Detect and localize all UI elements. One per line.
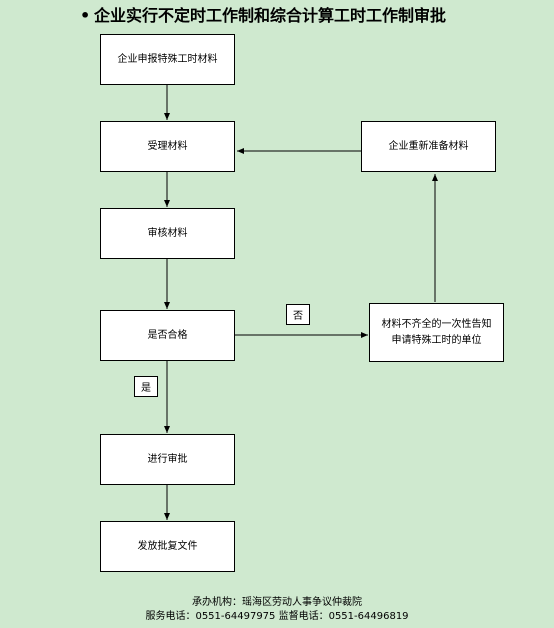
page-title: •企业实行不定时工作制和综合计算工时工作制审批	[80, 2, 446, 26]
node-review-label: 审核材料	[147, 227, 188, 239]
label-yes-text: 是	[141, 383, 151, 394]
node-notify-incomplete: 材料不齐全的一次性告知申请特殊工时的单位	[369, 303, 504, 362]
node-issue-reply: 发放批复文件	[100, 521, 235, 572]
footer-org: 承办机构：瑶海区劳动人事争议仲裁院	[192, 597, 362, 608]
footer-phones: 服务电话：0551-64497975 监督电话：0551-64496819	[145, 611, 409, 622]
node-resubmit-label: 企业重新准备材料	[388, 140, 469, 152]
node-accept-materials: 受理材料	[100, 121, 235, 172]
node-notify-label: 材料不齐全的一次性告知申请特殊工时的单位	[381, 318, 492, 346]
node-approve: 进行审批	[100, 434, 235, 485]
label-yes: 是	[134, 376, 158, 397]
title-text: 企业实行不定时工作制和综合计算工时工作制审批	[94, 6, 447, 25]
node-qualified-decision: 是否合格	[100, 310, 235, 361]
node-review-materials: 审核材料	[100, 208, 235, 259]
node-submit-label: 企业申报特殊工时材料	[117, 53, 218, 65]
label-no: 否	[286, 304, 310, 325]
node-resubmit-materials: 企业重新准备材料	[361, 121, 496, 172]
node-submit-materials: 企业申报特殊工时材料	[100, 34, 235, 85]
node-issue-label: 发放批复文件	[137, 540, 198, 552]
bullet-icon: •	[80, 6, 91, 25]
node-accept-label: 受理材料	[147, 140, 188, 152]
node-approve-label: 进行审批	[147, 453, 188, 465]
node-qualified-label: 是否合格	[147, 329, 188, 341]
label-no-text: 否	[293, 311, 303, 322]
